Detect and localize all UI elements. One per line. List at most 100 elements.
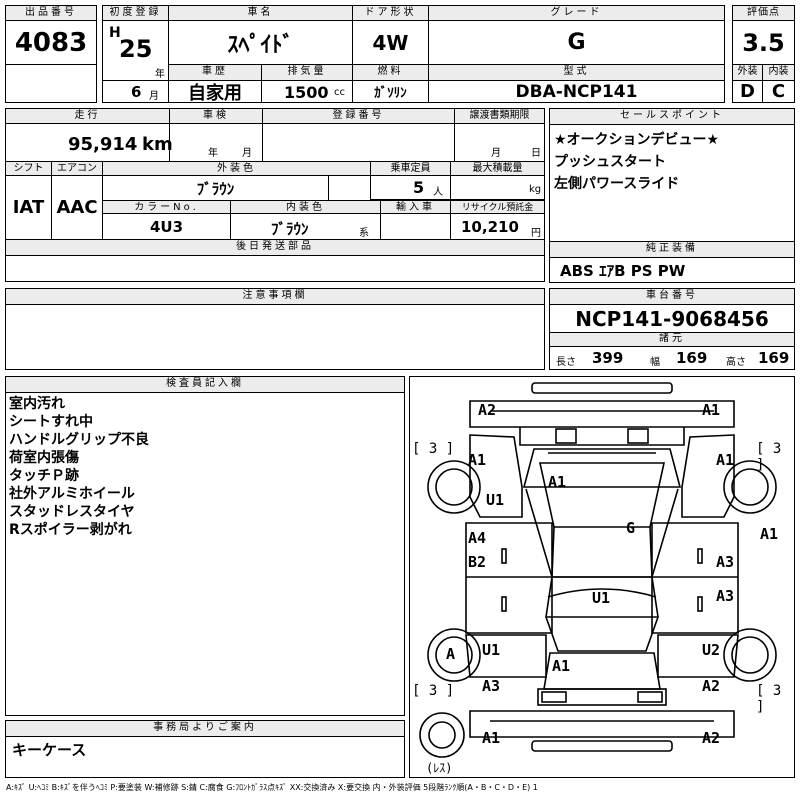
mark-center: U1 xyxy=(592,589,611,607)
shift: IAT xyxy=(5,176,52,240)
lot-blank xyxy=(5,65,97,103)
door: 4W xyxy=(353,21,429,65)
displacement-cell: 1500 cc xyxy=(262,81,353,103)
first-reg-label: 初度登録 xyxy=(102,5,169,21)
color-no: 4U3 xyxy=(103,214,231,240)
tr-day-unit: 日 xyxy=(531,148,541,159)
sales-point: 左側パワースライド xyxy=(554,176,680,192)
reg-year: 25 xyxy=(119,35,153,63)
score-label: 評価点 xyxy=(732,5,795,21)
mark-pillar-l: U1 xyxy=(486,491,505,509)
header-block: 出品番号 4083 初度登録 H 25 年 6 月 車名 ｽﾍﾟｲﾄﾞ 車歴 自… xyxy=(5,5,795,103)
car-name-label: 車名 xyxy=(169,5,353,21)
inspector-note: タッチＰ跡 xyxy=(9,468,79,484)
equipment-value: ABS ｴｱB PS PW xyxy=(560,262,686,280)
person-unit: 人 xyxy=(433,187,443,198)
ext-color-label: 外装色 xyxy=(103,162,371,176)
office-box: 事務局よりご案内 キーケース xyxy=(5,720,405,778)
sales-point: ★オークションデビュー★ xyxy=(554,132,720,148)
length: 399 xyxy=(592,349,624,367)
later-parts-cell xyxy=(5,256,545,282)
height-label: 高さ xyxy=(726,357,746,368)
tread-front-right: [ 3 ] xyxy=(756,441,782,473)
lot-no-label: 出品番号 xyxy=(5,5,97,21)
regno-label: 登録番号 xyxy=(263,108,455,124)
mark-door-rr: A3 xyxy=(716,587,735,605)
inspector-box: 検査員記入欄 室内汚れ シートすれ中 ハンドルグリップ不良 荷室内張傷 タッチＰ… xyxy=(5,376,405,716)
lot-no: 4083 xyxy=(5,21,97,65)
spec-row: 長さ 399 幅 169 高さ 169 xyxy=(550,347,794,369)
legend: A:ｷｽﾞ U:ﾍｺﾐ B:ｷｽﾞを伴うﾍｺﾐ P:要塗装 W:補修跡 S:錆 … xyxy=(6,783,538,792)
fuel-label: 燃料 xyxy=(353,65,429,81)
transfer-cell: 月 日 xyxy=(455,124,545,162)
grade-label: グレード xyxy=(429,5,725,21)
int-color: ﾌﾞﾗｳﾝ xyxy=(271,220,309,238)
displacement: 1500 xyxy=(284,83,329,102)
regno-cell xyxy=(263,124,455,162)
spare-tire-label: (ﾚｽ) xyxy=(426,761,453,775)
info-block: 走行 95,914 km 車検 年 月 登録番号 譲渡書類期限 月 日 シフト … xyxy=(5,108,545,283)
sales-points-list: ★オークションデビュー★ プッシュスタート 左側パワースライド xyxy=(554,129,719,195)
ac: AAC xyxy=(52,176,103,240)
equipment-box: 純正装備 ABS ｴｱB PS PW xyxy=(549,241,795,283)
car-name: ｽﾍﾟｲﾄﾞ xyxy=(169,21,353,65)
mileage-label: 走行 xyxy=(5,108,170,124)
ext-grade: D xyxy=(732,81,763,103)
tread-front-left: [ 3 ] xyxy=(412,441,455,457)
sales-points-label: セールスポイント xyxy=(550,109,794,125)
inspector-note: スタッドレスタイヤ xyxy=(9,504,135,520)
width: 169 xyxy=(676,349,708,367)
mark-door-fr: A3 xyxy=(716,553,735,571)
load-cell: kg xyxy=(451,176,545,200)
inspector-note: ハンドルグリップ不良 xyxy=(9,432,149,448)
insp-year-unit: 年 xyxy=(208,148,218,159)
inspector-label: 検査員記入欄 xyxy=(6,377,404,393)
era: H xyxy=(109,25,121,41)
import-label: 輸入車 xyxy=(381,200,451,214)
cc-unit: cc xyxy=(334,87,345,98)
inspector-note: 社外アルミホイール xyxy=(9,486,135,502)
mark-front-right: A1 xyxy=(702,401,721,419)
mileage-cell: 95,914 km xyxy=(5,124,173,162)
mark-rear-l: A3 xyxy=(482,677,501,695)
mark-fender-fr: A1 xyxy=(716,451,735,469)
inspector-note: 室内汚れ xyxy=(9,396,65,412)
insp-month-unit: 月 xyxy=(242,148,252,159)
kg-unit: kg xyxy=(529,184,542,195)
mark-wheel-rl: A xyxy=(446,645,456,663)
mark-fender-fl: A1 xyxy=(468,451,487,469)
mark-bottom-l: A1 xyxy=(482,729,501,747)
later-parts-label: 後日発送部品 xyxy=(5,240,545,256)
recycle: 10,210 xyxy=(461,218,519,236)
sales-point: プッシュスタート xyxy=(554,154,666,170)
mark-trunk: A1 xyxy=(552,657,571,675)
inspector-note: 荷室内張傷 xyxy=(9,450,79,466)
caution-label: 注意事項欄 xyxy=(6,289,544,305)
mileage: 95,914 xyxy=(68,134,138,155)
height: 169 xyxy=(758,349,790,367)
score: 3.5 xyxy=(732,21,795,65)
sales-points-box: セールスポイント ★オークションデビュー★ プッシュスタート 左側パワースライド xyxy=(549,108,795,254)
year-unit: 年 xyxy=(155,69,165,80)
displacement-label: 排気量 xyxy=(262,65,353,81)
office-value: キーケース xyxy=(12,741,87,759)
inspection-label: 車検 xyxy=(170,108,263,124)
ext-label: 外装 xyxy=(732,65,763,81)
recycle-cell: 10,210 円 xyxy=(451,214,545,240)
caution-box: 注意事項欄 xyxy=(5,288,545,370)
month-unit: 月 xyxy=(149,91,159,102)
equipment-label: 純正装備 xyxy=(550,242,794,258)
mark-quarter-l: U1 xyxy=(482,641,501,659)
chassis-box: 車台番号 NCP141-9068456 諸元 長さ 399 幅 169 高さ 1… xyxy=(549,288,795,370)
car-diagram xyxy=(419,382,777,758)
fuel: ｶﾞｿﾘﾝ xyxy=(353,81,429,103)
inspector-note: Rスポイラー剥がれ xyxy=(9,522,132,538)
car-diagram-box: A2 A1 [ 3 ] [ 3 ] A1 A1 A1 U1 G A1 A4 B2… xyxy=(409,376,795,778)
int-color-label: 内装色 xyxy=(231,200,381,214)
ext-color-aux xyxy=(329,176,371,200)
mark-rear-r: A2 xyxy=(702,677,721,695)
mark-front-left: A2 xyxy=(478,401,497,419)
capacity-cell: 5 人 xyxy=(371,176,451,200)
mark-quarter-r: U2 xyxy=(702,641,721,659)
recycle-label: リサイクル預託金 xyxy=(451,200,545,214)
